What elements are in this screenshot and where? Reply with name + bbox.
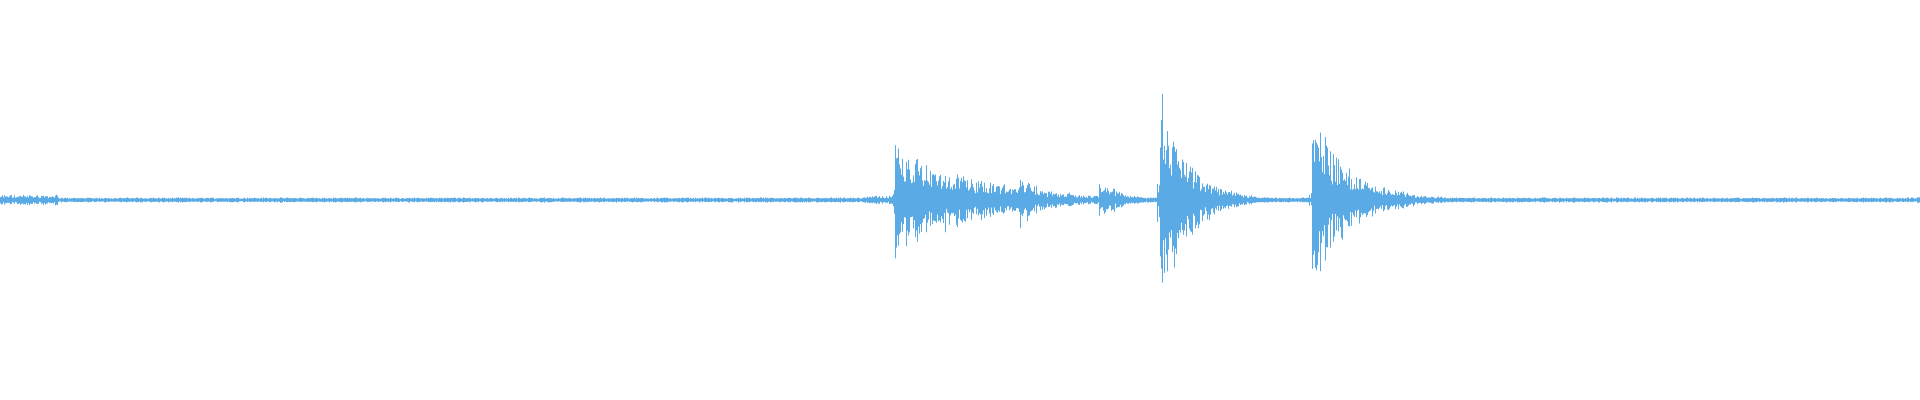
waveform-path xyxy=(0,93,1920,283)
waveform-bars xyxy=(0,93,1920,283)
